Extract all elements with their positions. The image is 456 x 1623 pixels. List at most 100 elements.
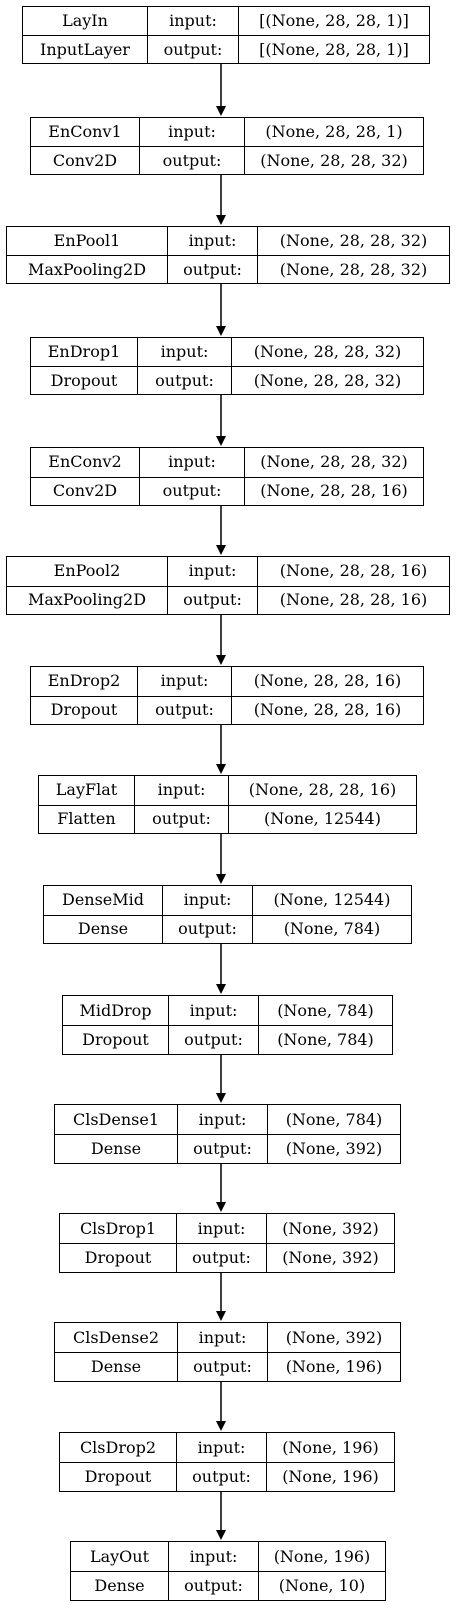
output-shape: (None, 12544) (228, 805, 416, 833)
arrowhead-icon (216, 1311, 226, 1321)
input-shape: (None, 784) (258, 996, 392, 1025)
output-label: output: (162, 915, 252, 943)
arrowhead-icon (216, 545, 226, 555)
output-shape: (None, 28, 28, 32) (244, 147, 423, 174)
layer-name: DenseMid (61, 890, 145, 910)
output-label: output: (177, 1135, 267, 1163)
layer-name: LayOut (89, 1546, 150, 1566)
layer-name: ClsDense2 (72, 1327, 160, 1347)
output-label: output: (167, 256, 257, 283)
input-label: input: (137, 667, 231, 696)
layer-type: Dense (90, 1357, 142, 1376)
layer-type: Dropout (84, 1248, 152, 1267)
layer-output-row: Dropout output:(None, 28, 28, 16) (31, 695, 423, 724)
input-label: input: (162, 886, 252, 915)
output-shape: (None, 196) (266, 1463, 394, 1491)
layer-type: Conv2D (52, 150, 118, 170)
arrowhead-icon (216, 326, 226, 336)
output-shape: (None, 28, 28, 16) (257, 586, 449, 614)
layer-name: EnPool2 (53, 561, 121, 581)
layer-type: InputLayer (40, 39, 130, 59)
arrowhead-icon (216, 1421, 226, 1431)
output-label: output: (137, 696, 231, 724)
layer-type: Dropout (50, 700, 118, 720)
layer-type: Dense (90, 1139, 142, 1158)
layer-type: MaxPooling2D (27, 259, 147, 279)
arrowhead-icon (216, 874, 226, 884)
input-shape: (None, 28, 28, 1) (244, 118, 423, 146)
output-label: output: (139, 477, 244, 505)
arrowhead-icon (216, 1093, 226, 1103)
input-label: input: (176, 1433, 266, 1462)
output-label: output: (167, 586, 257, 614)
arrowhead-icon (216, 1202, 226, 1212)
layer-output-row: Dense output:(None, 784) (44, 914, 411, 943)
input-label: input: (167, 227, 257, 255)
output-shape: (None, 28, 28, 16) (231, 696, 423, 724)
layer-type: Dropout (50, 370, 118, 390)
layer-output-row: Dropout output:(None, 28, 28, 32) (31, 366, 423, 394)
layer-type: Dropout (82, 1030, 149, 1049)
layer-name: LayIn (62, 11, 108, 30)
output-label: output: (177, 1353, 267, 1381)
output-shape: (None, 196) (267, 1353, 400, 1381)
output-label: output: (137, 367, 231, 394)
layer-type: Dense (77, 919, 129, 939)
layer-name: MidDrop (79, 1000, 152, 1020)
arrowhead-icon (216, 215, 226, 225)
layer-type: Dense (94, 1576, 145, 1595)
arrowhead-icon (216, 655, 226, 665)
layer-type: Flatten (57, 809, 116, 829)
layer-name: LayFlat (55, 780, 118, 800)
input-label: input: (147, 7, 238, 35)
input-label: input: (167, 557, 257, 586)
input-shape: (None, 28, 28, 32) (257, 227, 449, 255)
output-shape: (None, 28, 28, 32) (257, 256, 449, 283)
output-label: output: (147, 36, 238, 63)
layer-node: EnPool2 input:(None, 28, 28, 16)MaxPoolin… (6, 556, 450, 615)
layer-type: Conv2D (52, 481, 118, 501)
output-shape: (None, 784) (252, 915, 411, 943)
layer-node: EnDrop2 input:(None, 28, 28, 16) Dropout ou… (30, 666, 424, 725)
layer-name: EnPool1 (53, 231, 121, 250)
layer-output-row: Flatten output:(None, 12544) (39, 804, 416, 833)
input-label: input: (168, 1542, 258, 1571)
output-shape: (None, 28, 28, 32) (231, 367, 423, 394)
output-label: output: (176, 1244, 266, 1272)
input-shape: (None, 28, 28, 16) (231, 667, 423, 696)
arrowhead-icon (216, 106, 226, 116)
output-label: output: (134, 805, 228, 833)
input-label: input: (177, 1105, 267, 1134)
input-label: input: (139, 448, 244, 477)
layer-name: EnDrop2 (47, 671, 121, 691)
input-label: input: (177, 1323, 267, 1352)
output-label: output: (168, 1026, 258, 1054)
layer-output-row: MaxPooling2D output:(None, 28, 28, 32) (7, 255, 449, 283)
